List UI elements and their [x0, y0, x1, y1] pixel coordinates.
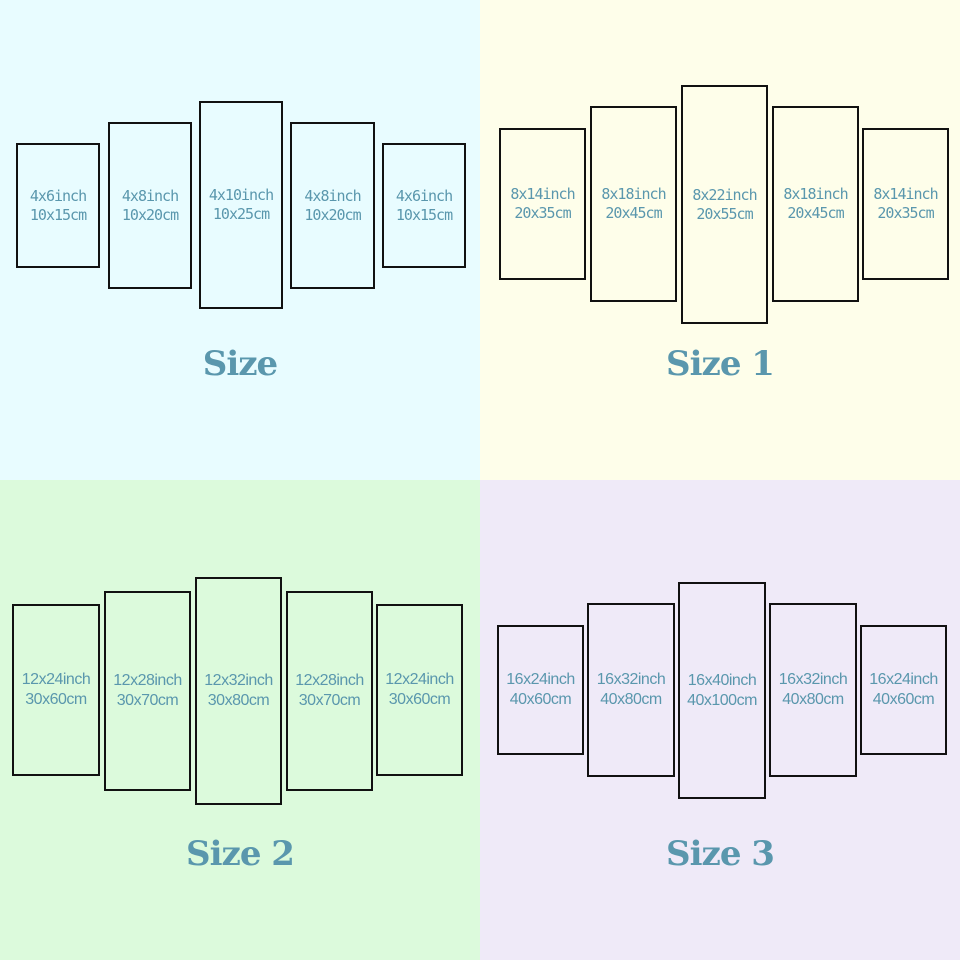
panel-cm-label: 30x70cm [116, 692, 179, 709]
canvas-panel-5: 12x24inch 30x60cm [376, 604, 463, 776]
panel-inch-label: 16x32inch [596, 671, 666, 688]
panel-cm-label: 40x80cm [782, 691, 844, 708]
panel-inch-label: 8x18inch [601, 185, 666, 204]
canvas-panel-4: 12x28inch 30x70cm [286, 591, 373, 791]
panel-inch-label: 4x10inch [208, 186, 274, 205]
panel-cm-label: 30x60cm [388, 691, 451, 708]
panel-cm-label: 10x25cm [212, 205, 270, 223]
size-1-quadrant: 8x14inch 20x35cm 8x18inch 20x45cm 8x22in… [480, 0, 960, 480]
panel-cm-label: 30x80cm [207, 692, 270, 709]
canvas-panel-5: 8x14inch 20x35cm [862, 128, 949, 280]
canvas-panel-2: 12x28inch 30x70cm [104, 591, 191, 791]
panel-cm-label: 40x80cm [600, 691, 662, 708]
panel-cm-label: 20x35cm [877, 204, 934, 222]
panel-cm-label: 40x60cm [509, 691, 572, 708]
size-2-quadrant: 12x24inch 30x60cm 12x28inch 30x70cm 12x3… [0, 480, 480, 960]
canvas-panel-4: 8x18inch 20x45cm [772, 106, 859, 302]
canvas-panel-3: 4x10inch 10x25cm [199, 101, 283, 309]
size-quadrant: 4x6inch 10x15cm 4x8inch 10x20cm 4x10inch… [0, 0, 480, 480]
panel-cm-label: 10x15cm [29, 205, 87, 224]
canvas-panel-4: 4x8inch 10x20cm [290, 122, 375, 289]
size-2-title: Size 2 [186, 834, 295, 874]
panel-inch-label: 8x18inch [783, 185, 848, 204]
panel-inch-label: 12x32inch [204, 672, 273, 689]
panel-inch-label: 4x8inch [121, 186, 179, 205]
panel-cm-label: 40x60cm [872, 691, 935, 708]
panel-inch-label: 8x22inch [692, 185, 757, 204]
size-title: Size [202, 344, 278, 384]
panel-inch-label: 12x28inch [113, 672, 182, 689]
panel-cm-label: 30x70cm [298, 692, 361, 709]
panel-inch-label: 16x24inch [506, 671, 575, 688]
panel-cm-label: 20x55cm [696, 204, 753, 223]
canvas-panel-1: 8x14inch 20x35cm [499, 128, 586, 280]
panel-cm-label: 10x20cm [121, 205, 179, 224]
panel-inch-label: 12x24inch [385, 671, 454, 688]
size-3-quadrant: 16x24inch 40x60cm 16x32inch 40x80cm 16x4… [480, 480, 960, 960]
canvas-panel-2: 16x32inch 40x80cm [587, 603, 675, 777]
panel-inch-label: 8x14inch [510, 185, 575, 204]
panel-inch-label: 16x32inch [778, 671, 848, 688]
size-3-title: Size 3 [666, 834, 775, 874]
canvas-panel-1: 12x24inch 30x60cm [12, 604, 100, 776]
panel-inch-label: 4x6inch [29, 186, 87, 205]
panel-inch-label: 12x24inch [21, 671, 91, 688]
canvas-panel-3: 8x22inch 20x55cm [681, 85, 768, 324]
panel-cm-label: 20x45cm [605, 204, 662, 222]
canvas-panel-5: 16x24inch 40x60cm [860, 625, 947, 755]
panel-inch-label: 16x40inch [687, 671, 757, 689]
canvas-panel-1: 16x24inch 40x60cm [497, 625, 584, 755]
panel-inch-label: 8x14inch [873, 185, 938, 204]
canvas-panel-1: 4x6inch 10x15cm [16, 143, 100, 268]
canvas-panel-3: 16x40inch 40x100cm [678, 582, 766, 799]
panel-cm-label: 40x100cm [687, 691, 757, 709]
panel-cm-label: 20x35cm [514, 204, 571, 222]
size-1-title: Size 1 [666, 344, 775, 384]
panel-cm-label: 10x15cm [395, 205, 453, 224]
panel-cm-label: 30x60cm [25, 691, 87, 708]
panel-cm-label: 10x20cm [304, 205, 361, 224]
panel-inch-label: 4x8inch [304, 186, 361, 205]
panel-inch-label: 4x6inch [395, 186, 453, 205]
panel-inch-label: 16x24inch [869, 671, 938, 688]
canvas-panel-2: 8x18inch 20x45cm [590, 106, 677, 302]
panel-cm-label: 20x45cm [787, 204, 844, 222]
panel-inch-label: 12x28inch [295, 672, 364, 689]
canvas-panel-4: 16x32inch 40x80cm [769, 603, 857, 777]
canvas-panel-3: 12x32inch 30x80cm [195, 577, 282, 805]
canvas-panel-2: 4x8inch 10x20cm [108, 122, 192, 289]
canvas-panel-5: 4x6inch 10x15cm [382, 143, 466, 268]
